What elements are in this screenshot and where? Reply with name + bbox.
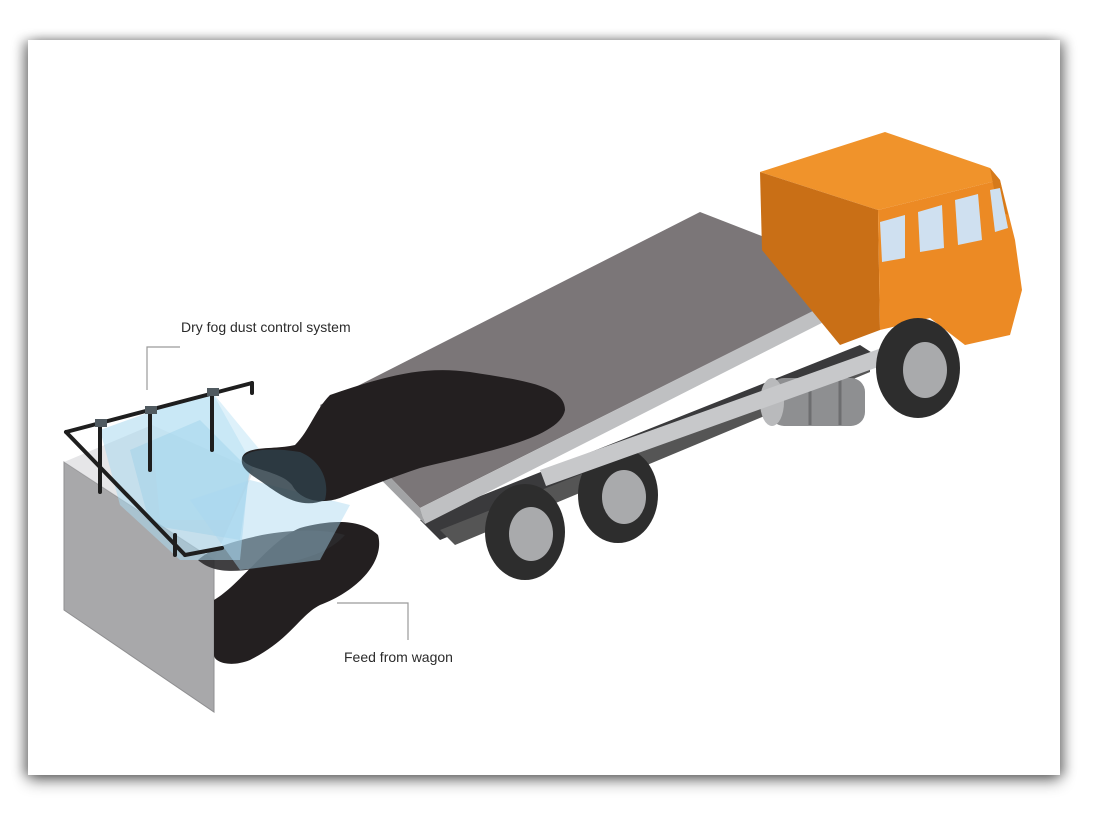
label-dust-control-system: Dry fog dust control system [181,319,351,335]
label-feed-from-wagon: Feed from wagon [344,649,453,665]
material-pile [198,522,380,664]
leader-lines [146,346,409,640]
cab-windows [880,188,1008,262]
cab [760,132,1022,345]
material-on-bed [241,370,565,504]
spray-frame [64,381,254,557]
rear-wheel-2 [578,447,658,543]
spray-nozzles [95,388,219,427]
fog-spray [100,392,350,570]
tipping-arm [540,345,892,486]
rear-wheel-1 [485,484,565,580]
front-wheel [876,318,960,418]
